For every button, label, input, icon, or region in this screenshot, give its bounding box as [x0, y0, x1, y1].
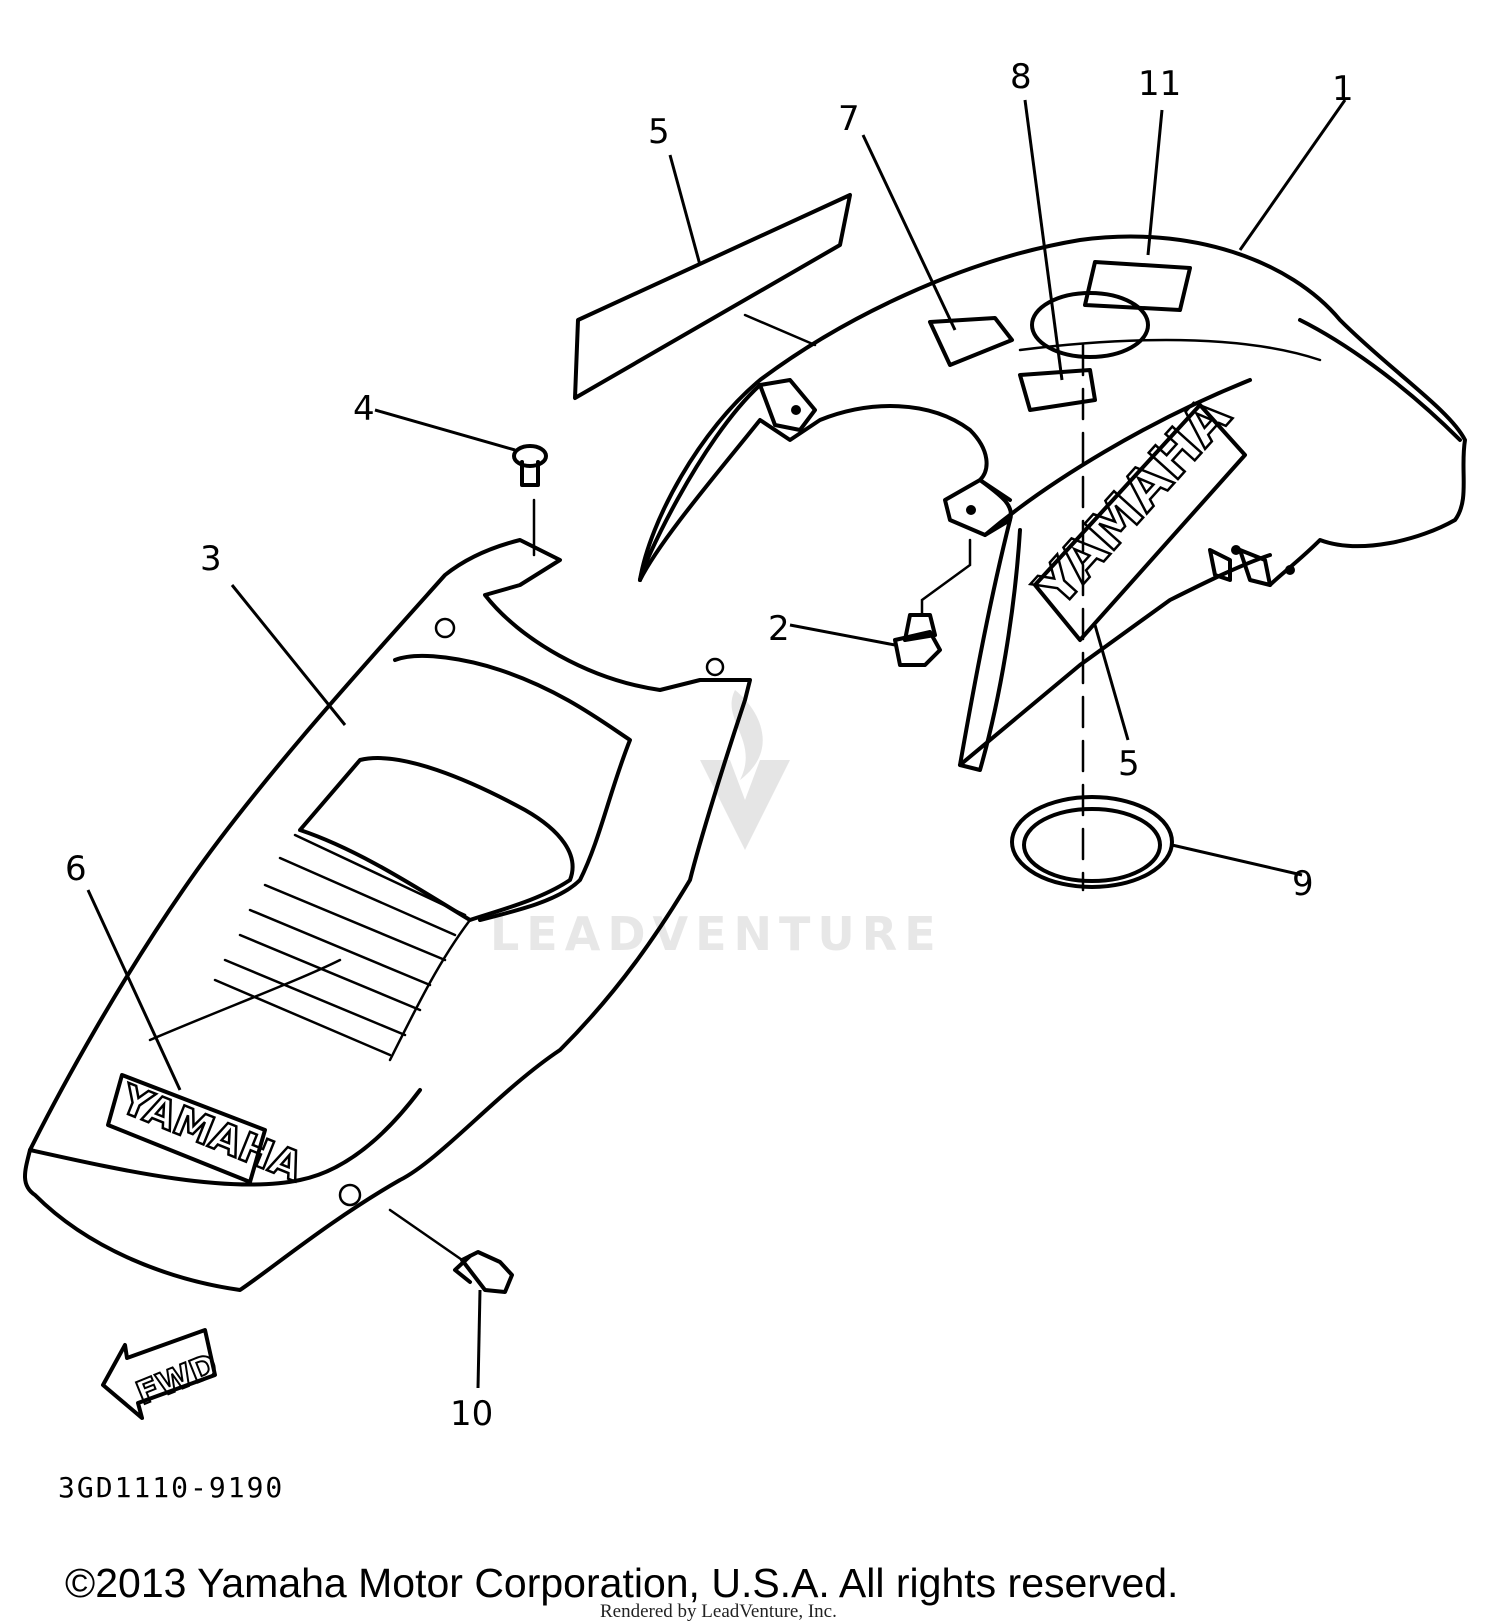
- screw-part-4: [512, 444, 548, 487]
- fwd-label: FWD: [131, 1346, 223, 1413]
- copyright-notice: ©2013 Yamaha Motor Corporation, U.S.A. A…: [65, 1560, 1178, 1606]
- leader-lines: [86, 99, 1347, 1389]
- callout-2: 2: [768, 609, 790, 649]
- leadventure-watermark: [700, 690, 790, 850]
- callout-11: 11: [1138, 64, 1181, 104]
- callout-7: 7: [838, 99, 860, 139]
- callouts: 1 2 3 4 5 5 6 7 8 9 10 11: [65, 57, 1354, 1434]
- callout-10: 10: [450, 1394, 493, 1434]
- ring-part-9: [1010, 795, 1174, 889]
- callout-4: 4: [353, 389, 375, 429]
- callout-8: 8: [1010, 57, 1032, 97]
- diagram-code: 3GD1110-9190: [58, 1471, 284, 1504]
- callout-3: 3: [200, 539, 222, 579]
- fwd-arrow-icon: FWD: [101, 1328, 224, 1420]
- assembly-line-2: [920, 538, 972, 617]
- callout-1: 1: [1332, 69, 1354, 109]
- callout-9: 9: [1292, 864, 1314, 904]
- callout-6: 6: [65, 849, 87, 889]
- grommet-part-2: [893, 613, 942, 667]
- rendered-by-credit: Rendered by LeadVenture, Inc.: [600, 1601, 837, 1622]
- decal-stripe-part-5: [573, 193, 852, 400]
- callout-5-lower: 5: [1118, 744, 1140, 784]
- bolt-part-10: [453, 1250, 514, 1294]
- assembly-line-decal-5: [743, 313, 817, 347]
- callout-5-upper: 5: [648, 112, 670, 152]
- watermark-text: LEADVENTURE: [490, 907, 943, 961]
